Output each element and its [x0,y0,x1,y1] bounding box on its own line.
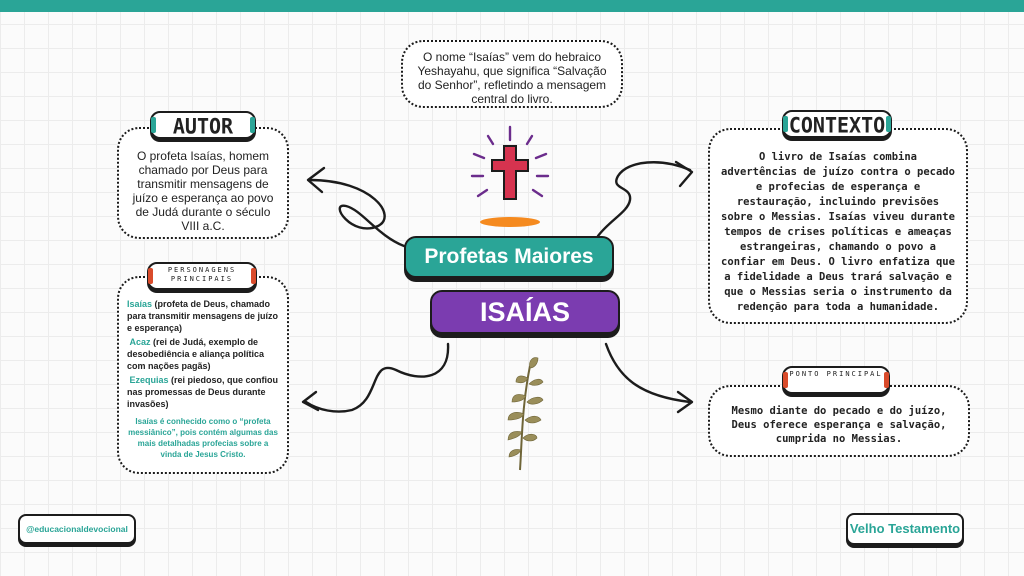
arrow-to-contexto [596,161,692,238]
ponto-text: Mesmo diante do pecado e do juízo, Deus … [731,405,947,445]
personagem-item: Acaz (rei de Judá, exemplo de desobediên… [127,337,265,371]
arrow-to-autor-head [306,166,326,194]
arrow-to-ponto [604,342,692,404]
contexto-text: O livro de Isaías combina advertências d… [721,151,955,313]
ponto-title: PONTO PRINCIPAL [789,370,883,378]
cross-icon [470,125,550,200]
arrow-to-personagens [304,342,450,413]
olive-branch-icon [507,357,544,471]
section-badge: Velho Testamento [846,513,964,545]
personagens-note: Isaías é conhecido como o “profeta messi… [128,417,278,459]
ponto-card: Mesmo diante do pecado e do juízo, Deus … [708,385,970,457]
arrow-to-contexto-head [674,160,694,188]
arrow-to-ponto-head [676,390,694,414]
intro-note: O nome “Isaías” vem do hebraico Yeshayah… [401,40,623,108]
arrow-to-personagens-head [301,390,320,412]
personagem-item: Ezequias (rei piedoso, que confiou nas p… [127,375,279,409]
profetas-maiores-pill: Profetas Maiores [404,236,614,278]
personagens-card: Isaías (profeta de Deus, chamado para tr… [117,276,289,474]
arrow-to-autor [308,178,406,248]
contexto-card: O livro de Isaías combina advertências d… [708,128,968,324]
intro-note-text: O nome “Isaías” vem do hebraico Yeshayah… [417,50,607,106]
top-bar [0,0,1024,12]
handle-badge: @educacionaldevocional [18,514,136,544]
ponto-tag: PONTO PRINCIPAL [782,366,890,394]
autor-card: O profeta Isaías, homem chamado por Deus… [117,127,289,239]
personagens-title: PERSONAGENS PRINCIPAIS [167,266,237,283]
autor-tag: AUTOR [150,111,256,139]
personagem-item: Isaías (profeta de Deus, chamado para tr… [127,299,279,333]
contexto-title: CONTEXTO [788,112,886,138]
contexto-tag: CONTEXTO [782,110,892,138]
halo-icon [480,217,540,227]
isaias-title-pill: ISAÍAS [430,290,620,334]
personagens-tag: PERSONAGENS PRINCIPAIS [147,262,257,290]
autor-text: O profeta Isaías, homem chamado por Deus… [132,149,274,233]
autor-title: AUTOR [172,113,234,139]
